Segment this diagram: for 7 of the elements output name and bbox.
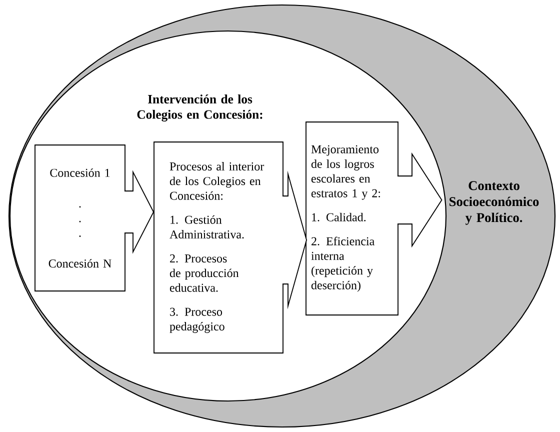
text-box: Procesos al interior de los Colegios en Concesión: 1. Gestión Administrativa. 2. Procesos de producción educativa. 3. Proceso pedagógico <box>154 142 284 354</box>
block-arrow <box>124 170 154 254</box>
text-box: Mejoramiento de los logros escolares en estratos 1 y 2: 1. Calidad. 2. Eficiencia interna (repetición y deserción) <box>306 122 398 316</box>
context-label: Contexto Socioeconómico y Político. <box>450 181 539 225</box>
block-arrow <box>397 152 442 248</box>
text-box: Concesión 1 . . . Concesión N <box>34 144 126 292</box>
block-arrow <box>282 170 308 310</box>
